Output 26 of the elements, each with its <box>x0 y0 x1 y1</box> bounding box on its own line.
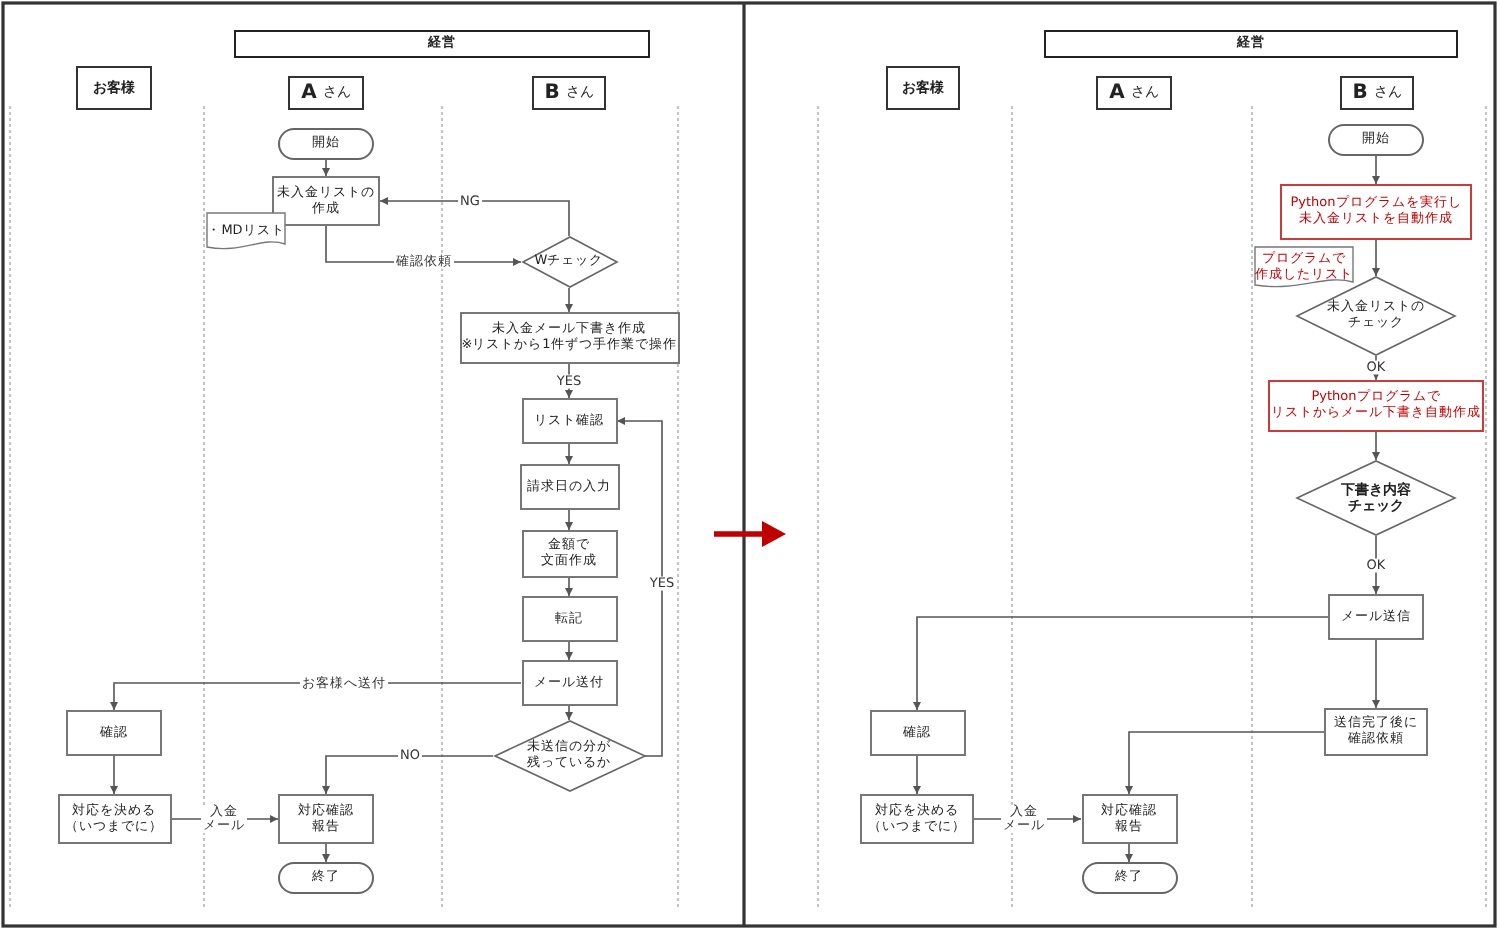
flow-arrow <box>1125 731 1325 795</box>
flow-arrow <box>565 509 573 531</box>
flow-arrow <box>170 815 279 823</box>
flow-arrow <box>565 287 573 313</box>
flow-arrow <box>616 417 663 757</box>
flow-arrow <box>322 843 330 863</box>
flow-arrow <box>1372 431 1380 461</box>
flow-arrow <box>110 755 118 795</box>
flow-arrow <box>565 641 573 661</box>
flow-arrow <box>565 577 573 597</box>
process-box <box>459 312 679 364</box>
flow-arrow <box>913 616 1329 711</box>
flow-arrow <box>322 159 330 177</box>
flow-arrow <box>565 443 573 465</box>
flow-arrow <box>913 755 921 795</box>
flow-arrow <box>565 363 573 399</box>
flow-arrow <box>379 197 570 237</box>
flow-arrow <box>1372 155 1380 185</box>
flow-arrow <box>322 755 494 795</box>
flow-arrow <box>565 705 573 721</box>
flow-arrow <box>1372 239 1380 277</box>
flow-arrow <box>973 815 1082 823</box>
flow-arrow <box>1372 535 1380 595</box>
flow-arrow <box>1372 355 1380 381</box>
flow-arrow <box>1125 843 1133 863</box>
flow-arrow <box>1372 639 1380 709</box>
